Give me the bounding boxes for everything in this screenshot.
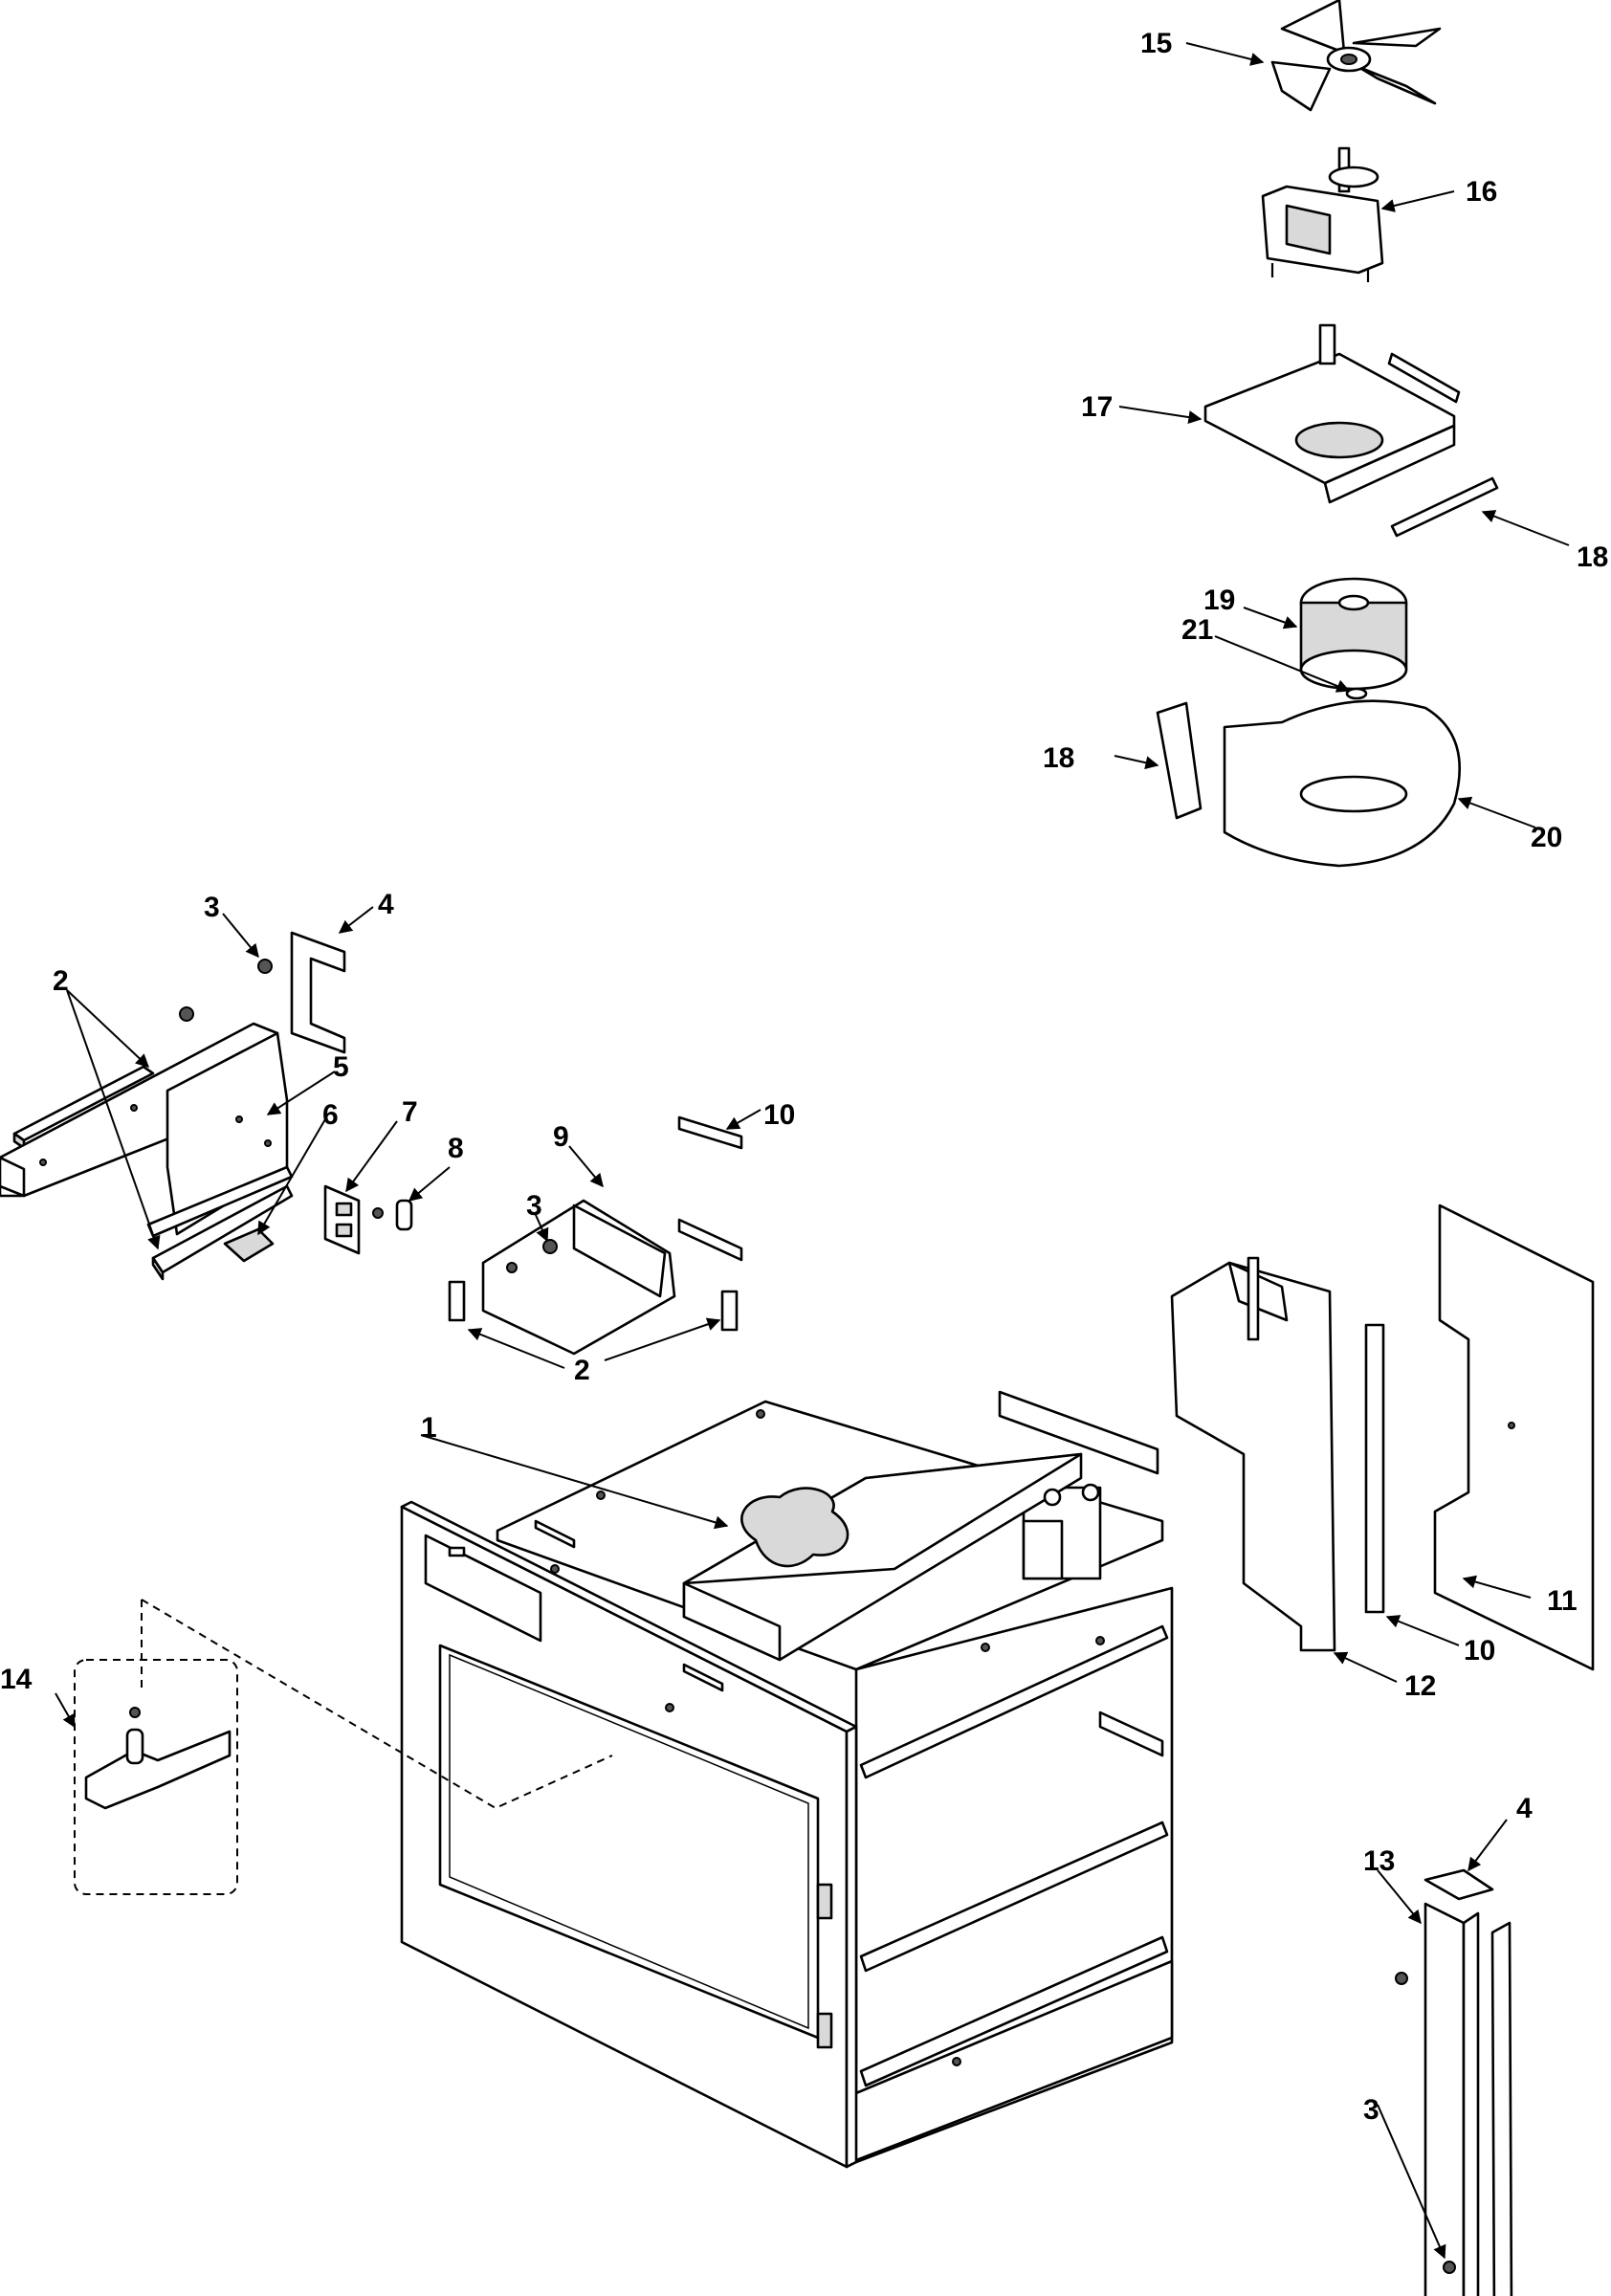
callout-2b: 2 — [574, 1355, 590, 1386]
callout-12: 12 — [1404, 1670, 1436, 1702]
part-15-fan-blade — [1270, 0, 1442, 112]
callout-4a: 4 — [378, 889, 394, 920]
callout-21: 21 — [1181, 614, 1213, 646]
callout-6: 6 — [322, 1099, 339, 1131]
callout-11: 11 — [1547, 1585, 1578, 1617]
callout-1: 1 — [421, 1412, 437, 1444]
callout-5: 5 — [333, 1051, 349, 1083]
callout-10a: 10 — [763, 1099, 795, 1131]
callout-14: 14 — [0, 1664, 33, 1695]
part-14-inset — [74, 1599, 613, 1895]
callout-4b: 4 — [1516, 1793, 1533, 1824]
callout-15: 15 — [1140, 28, 1172, 59]
left-bracket-group — [0, 931, 346, 1281]
part-13-side-bracket — [1395, 1868, 1513, 2296]
callout-3b: 3 — [526, 1190, 542, 1222]
part-1-waveguide-box — [682, 1452, 1100, 1662]
part-19-blower-wheel — [1299, 577, 1408, 691]
callout-3c: 3 — [1363, 2094, 1379, 2126]
callout-17: 17 — [1081, 391, 1113, 423]
part-20-blower-housing — [1156, 687, 1461, 868]
callout-13: 13 — [1363, 1845, 1395, 1877]
callout-2a: 2 — [53, 965, 69, 997]
part-7-8-switch-bracket — [323, 1184, 413, 1255]
callout-labels: 1 2 2 3 3 3 4 4 5 6 7 8 9 10 10 11 12 13… — [0, 28, 1608, 2126]
oven-cabinet-assembly — [400, 1390, 1174, 2169]
callout-19: 19 — [1203, 585, 1235, 616]
part-16-fan-motor — [1261, 146, 1384, 282]
leader-lines — [55, 42, 1570, 2260]
callout-3a: 3 — [204, 892, 220, 923]
callout-18a: 18 — [1577, 541, 1608, 573]
callout-7: 7 — [402, 1096, 418, 1128]
right-panels — [1170, 1203, 1595, 1671]
callout-16: 16 — [1466, 176, 1497, 208]
callout-8: 8 — [448, 1133, 464, 1164]
part-9-bracket — [448, 1115, 743, 1356]
part-17-motor-plate — [1203, 323, 1499, 538]
callout-9: 9 — [553, 1121, 569, 1153]
callout-10b: 10 — [1464, 1635, 1495, 1667]
callout-20: 20 — [1531, 822, 1562, 853]
callout-18b: 18 — [1043, 742, 1074, 774]
